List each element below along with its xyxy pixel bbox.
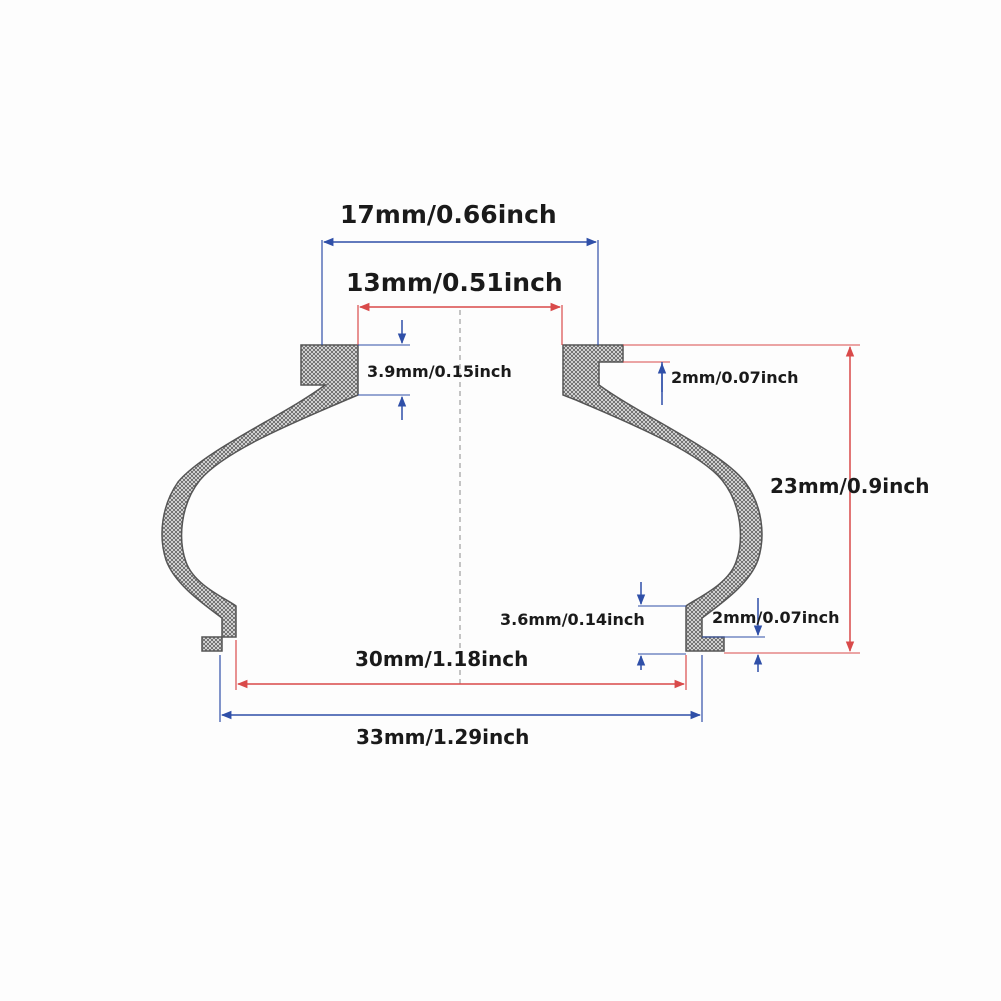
label-2mm-bottom: 2mm/0.07inch [712,608,840,627]
label-3-9mm: 3.9mm/0.15inch [367,362,512,381]
label-23mm: 23mm/0.9inch [770,474,930,498]
boot-left-wall [161,344,359,652]
label-13mm: 13mm/0.51inch [346,268,563,297]
label-3-6mm: 3.6mm/0.14inch [500,610,645,629]
label-2mm-top: 2mm/0.07inch [671,368,799,387]
label-17mm: 17mm/0.66inch [340,200,557,229]
label-30mm: 30mm/1.18inch [355,647,529,671]
label-33mm: 33mm/1.29inch [356,725,530,749]
